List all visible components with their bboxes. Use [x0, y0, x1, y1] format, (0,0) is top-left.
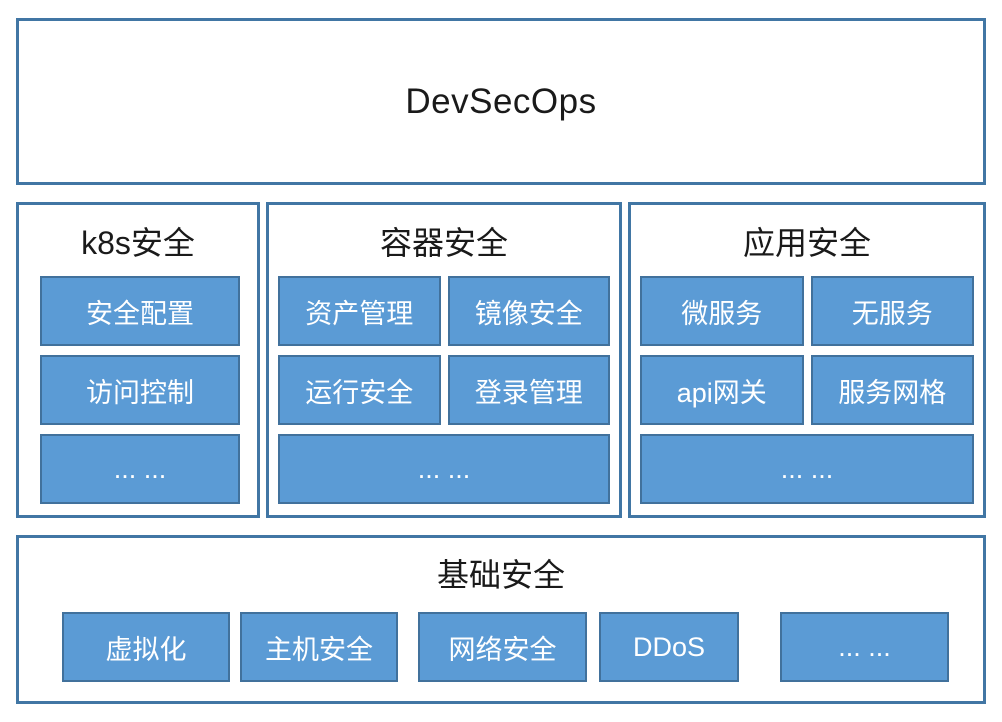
item-asset-management: 资产管理	[278, 276, 441, 346]
column-application-security: 应用安全 微服务 无服务 api网关 服务网格 ... ...	[628, 202, 986, 518]
item-network-security: 网络安全	[418, 612, 587, 682]
devsecops-title-box: DevSecOps	[16, 18, 986, 185]
item-serverless: 无服务	[810, 276, 974, 346]
item-service-mesh: 服务网格	[810, 355, 974, 425]
item-k8s-ellipsis: ... ...	[40, 434, 240, 504]
column-header-container: 容器安全	[379, 224, 508, 261]
column-header-k8s: k8s安全	[81, 224, 195, 261]
item-login-management: 登录管理	[447, 355, 610, 425]
item-runtime-security: 运行安全	[278, 355, 441, 425]
column-header-application: 应用安全	[742, 224, 871, 261]
item-virtualization: 虚拟化	[62, 612, 230, 682]
column-items-k8s: 安全配置 访问控制 ... ...	[19, 276, 257, 504]
item-application-ellipsis: ... ...	[640, 434, 974, 504]
item-base-ellipsis: ... ...	[780, 612, 949, 682]
column-items-application: 微服务 无服务 api网关 服务网格 ... ...	[631, 276, 983, 504]
item-api-gateway: api网关	[640, 355, 804, 425]
diagram-title: DevSecOps	[405, 81, 597, 121]
item-microservices: 微服务	[640, 276, 804, 346]
item-host-security: 主机安全	[240, 612, 398, 682]
item-access-control: 访问控制	[40, 355, 240, 425]
column-items-container: 资产管理 镜像安全 运行安全 登录管理 ... ...	[269, 276, 619, 504]
base-security-box: 基础安全 虚拟化 主机安全 网络安全 DDoS ... ...	[16, 535, 986, 704]
item-container-ellipsis: ... ...	[278, 434, 610, 504]
column-k8s-security: k8s安全 安全配置 访问控制 ... ...	[16, 202, 260, 518]
base-security-header: 基础安全	[436, 557, 565, 593]
column-container-security: 容器安全 资产管理 镜像安全 运行安全 登录管理 ... ...	[266, 202, 622, 518]
item-image-security: 镜像安全	[447, 276, 610, 346]
item-ddos: DDoS	[599, 612, 739, 682]
item-security-config: 安全配置	[40, 276, 240, 346]
